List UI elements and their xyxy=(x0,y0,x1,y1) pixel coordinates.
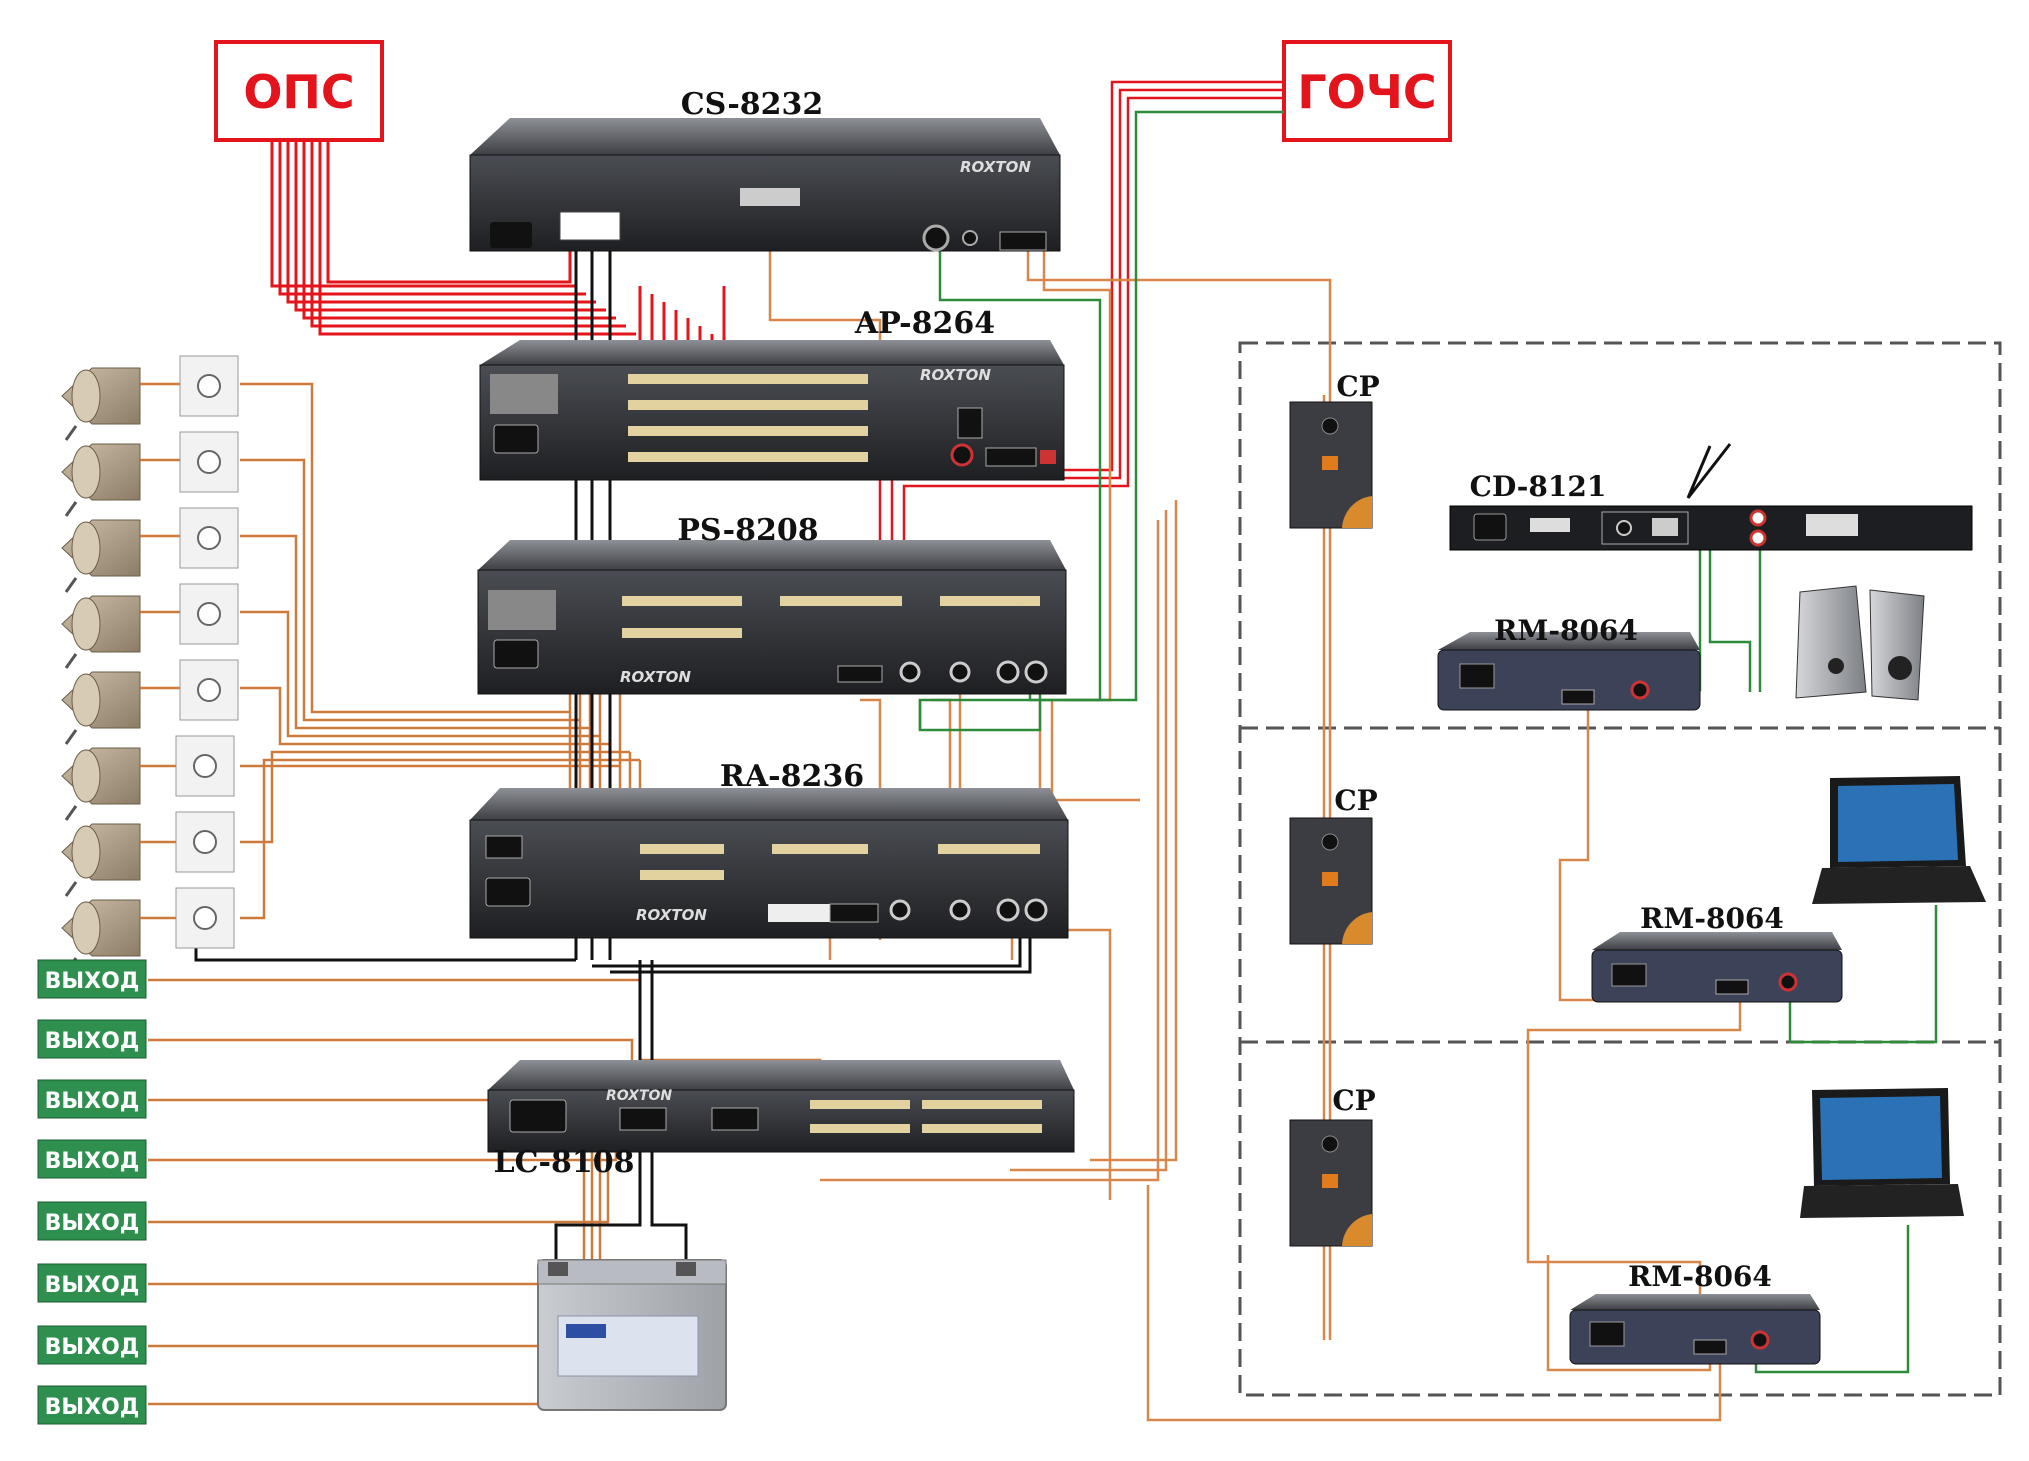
horn-speaker xyxy=(61,367,141,441)
ap8264-unit: ROXTON AP-8264 xyxy=(479,306,1065,481)
cd8121-unit: CD-8121 xyxy=(1449,443,1973,551)
green-signal-wires xyxy=(918,110,1938,1374)
ops-label: ОПС xyxy=(243,65,354,119)
speaker-links xyxy=(140,382,180,920)
ap8264-label: AP-8264 xyxy=(854,306,995,341)
ra8236-brand: ROXTON xyxy=(636,906,707,924)
exit-sign: ВЫХОД xyxy=(37,1325,147,1365)
exit-sign-label: ВЫХОД xyxy=(45,1211,140,1236)
horn-speaker xyxy=(61,823,141,897)
ps8208-unit: ROXTON PS-8208 xyxy=(477,513,1067,695)
cp-panel-2: CP xyxy=(1289,784,1378,945)
cp-panel-1: CP xyxy=(1289,370,1380,529)
exit-sign: ВЫХОД xyxy=(37,1079,147,1119)
volume-control xyxy=(179,355,239,417)
exit-sign-label: ВЫХОД xyxy=(45,1029,140,1054)
cp-label-2: CP xyxy=(1334,784,1377,817)
exit-sign: ВЫХОД xyxy=(37,1385,147,1425)
cs8232-brand: ROXTON xyxy=(960,158,1031,176)
exit-sign-line-bundle xyxy=(148,978,892,1406)
gochs-signal-box: ГОЧС xyxy=(1282,40,1452,142)
horn-speakers xyxy=(61,367,141,973)
ra8236-unit: ROXTON RA-8236 xyxy=(469,759,1069,939)
volume-control xyxy=(179,583,239,645)
horn-speaker xyxy=(61,519,141,593)
ops-signal-box: ОПС xyxy=(214,40,384,142)
horn-speaker xyxy=(61,443,141,517)
volume-controls xyxy=(175,355,239,949)
exit-sign-label: ВЫХОД xyxy=(45,1335,140,1360)
volume-control xyxy=(175,735,235,797)
exit-sign-label: ВЫХОД xyxy=(45,1273,140,1298)
exit-sign-label: ВЫХОД xyxy=(45,1149,140,1174)
ra8236-label: RA-8236 xyxy=(720,759,864,794)
remote-zone-frame xyxy=(1238,341,2002,1397)
lc8108-unit: ROXTON LC-8108 xyxy=(487,1060,1075,1180)
gochs-label: ГОЧС xyxy=(1297,65,1436,119)
exit-sign-label: ВЫХОД xyxy=(45,969,140,994)
exit-sign: ВЫХОД xyxy=(37,959,147,999)
rm8064-unit-2: RM-8064 xyxy=(1591,902,1843,1003)
volume-control xyxy=(179,659,239,721)
exit-signs: ВЫХОД ВЫХОД ВЫХОД ВЫХОД ВЫХОД ВЫХОД ВЫХО… xyxy=(37,959,147,1425)
cd8121-label: CD-8121 xyxy=(1470,470,1607,503)
rm8064-label-2: RM-8064 xyxy=(1640,902,1784,935)
exit-sign: ВЫХОД xyxy=(37,1139,147,1179)
laptop-1 xyxy=(1812,776,1986,904)
ap8264-brand: ROXTON xyxy=(920,366,991,384)
gochs-red-wires xyxy=(878,80,1284,612)
rm8064-label-1: RM-8064 xyxy=(1494,614,1638,647)
volume-control xyxy=(179,431,239,493)
exit-sign-label: ВЫХОД xyxy=(45,1089,140,1114)
horn-speaker xyxy=(61,595,141,669)
backup-battery xyxy=(537,1259,727,1411)
exit-sign: ВЫХОД xyxy=(37,1019,147,1059)
cs8232-unit: ROXTON CS-8232 xyxy=(469,87,1061,252)
volume-control xyxy=(175,811,235,873)
volume-control xyxy=(175,887,235,949)
horn-speaker xyxy=(61,671,141,745)
rm8064-unit-1: RM-8064 xyxy=(1437,614,1701,711)
horn-speaker xyxy=(61,899,141,973)
cp-panel-3: CP xyxy=(1289,1084,1376,1247)
volume-control xyxy=(179,507,239,569)
cp-label-1: CP xyxy=(1336,370,1379,403)
rm8064-unit-3: RM-8064 xyxy=(1569,1260,1821,1365)
laptop-2 xyxy=(1800,1088,1964,1218)
exit-sign: ВЫХОД xyxy=(37,1201,147,1241)
ps8208-label: PS-8208 xyxy=(677,513,818,548)
cs8232-label: CS-8232 xyxy=(681,87,824,122)
ps8208-brand: ROXTON xyxy=(620,668,691,686)
lc8108-brand: ROXTON xyxy=(606,1088,672,1104)
exit-sign: ВЫХОД xyxy=(37,1263,147,1303)
rm8064-label-3: RM-8064 xyxy=(1628,1260,1772,1293)
horn-speaker xyxy=(61,747,141,821)
pc-speakers xyxy=(1795,585,1925,701)
lc8108-label: LC-8108 xyxy=(494,1145,635,1180)
cp-label-3: CP xyxy=(1332,1084,1375,1117)
exit-sign-label: ВЫХОД xyxy=(45,1395,140,1420)
